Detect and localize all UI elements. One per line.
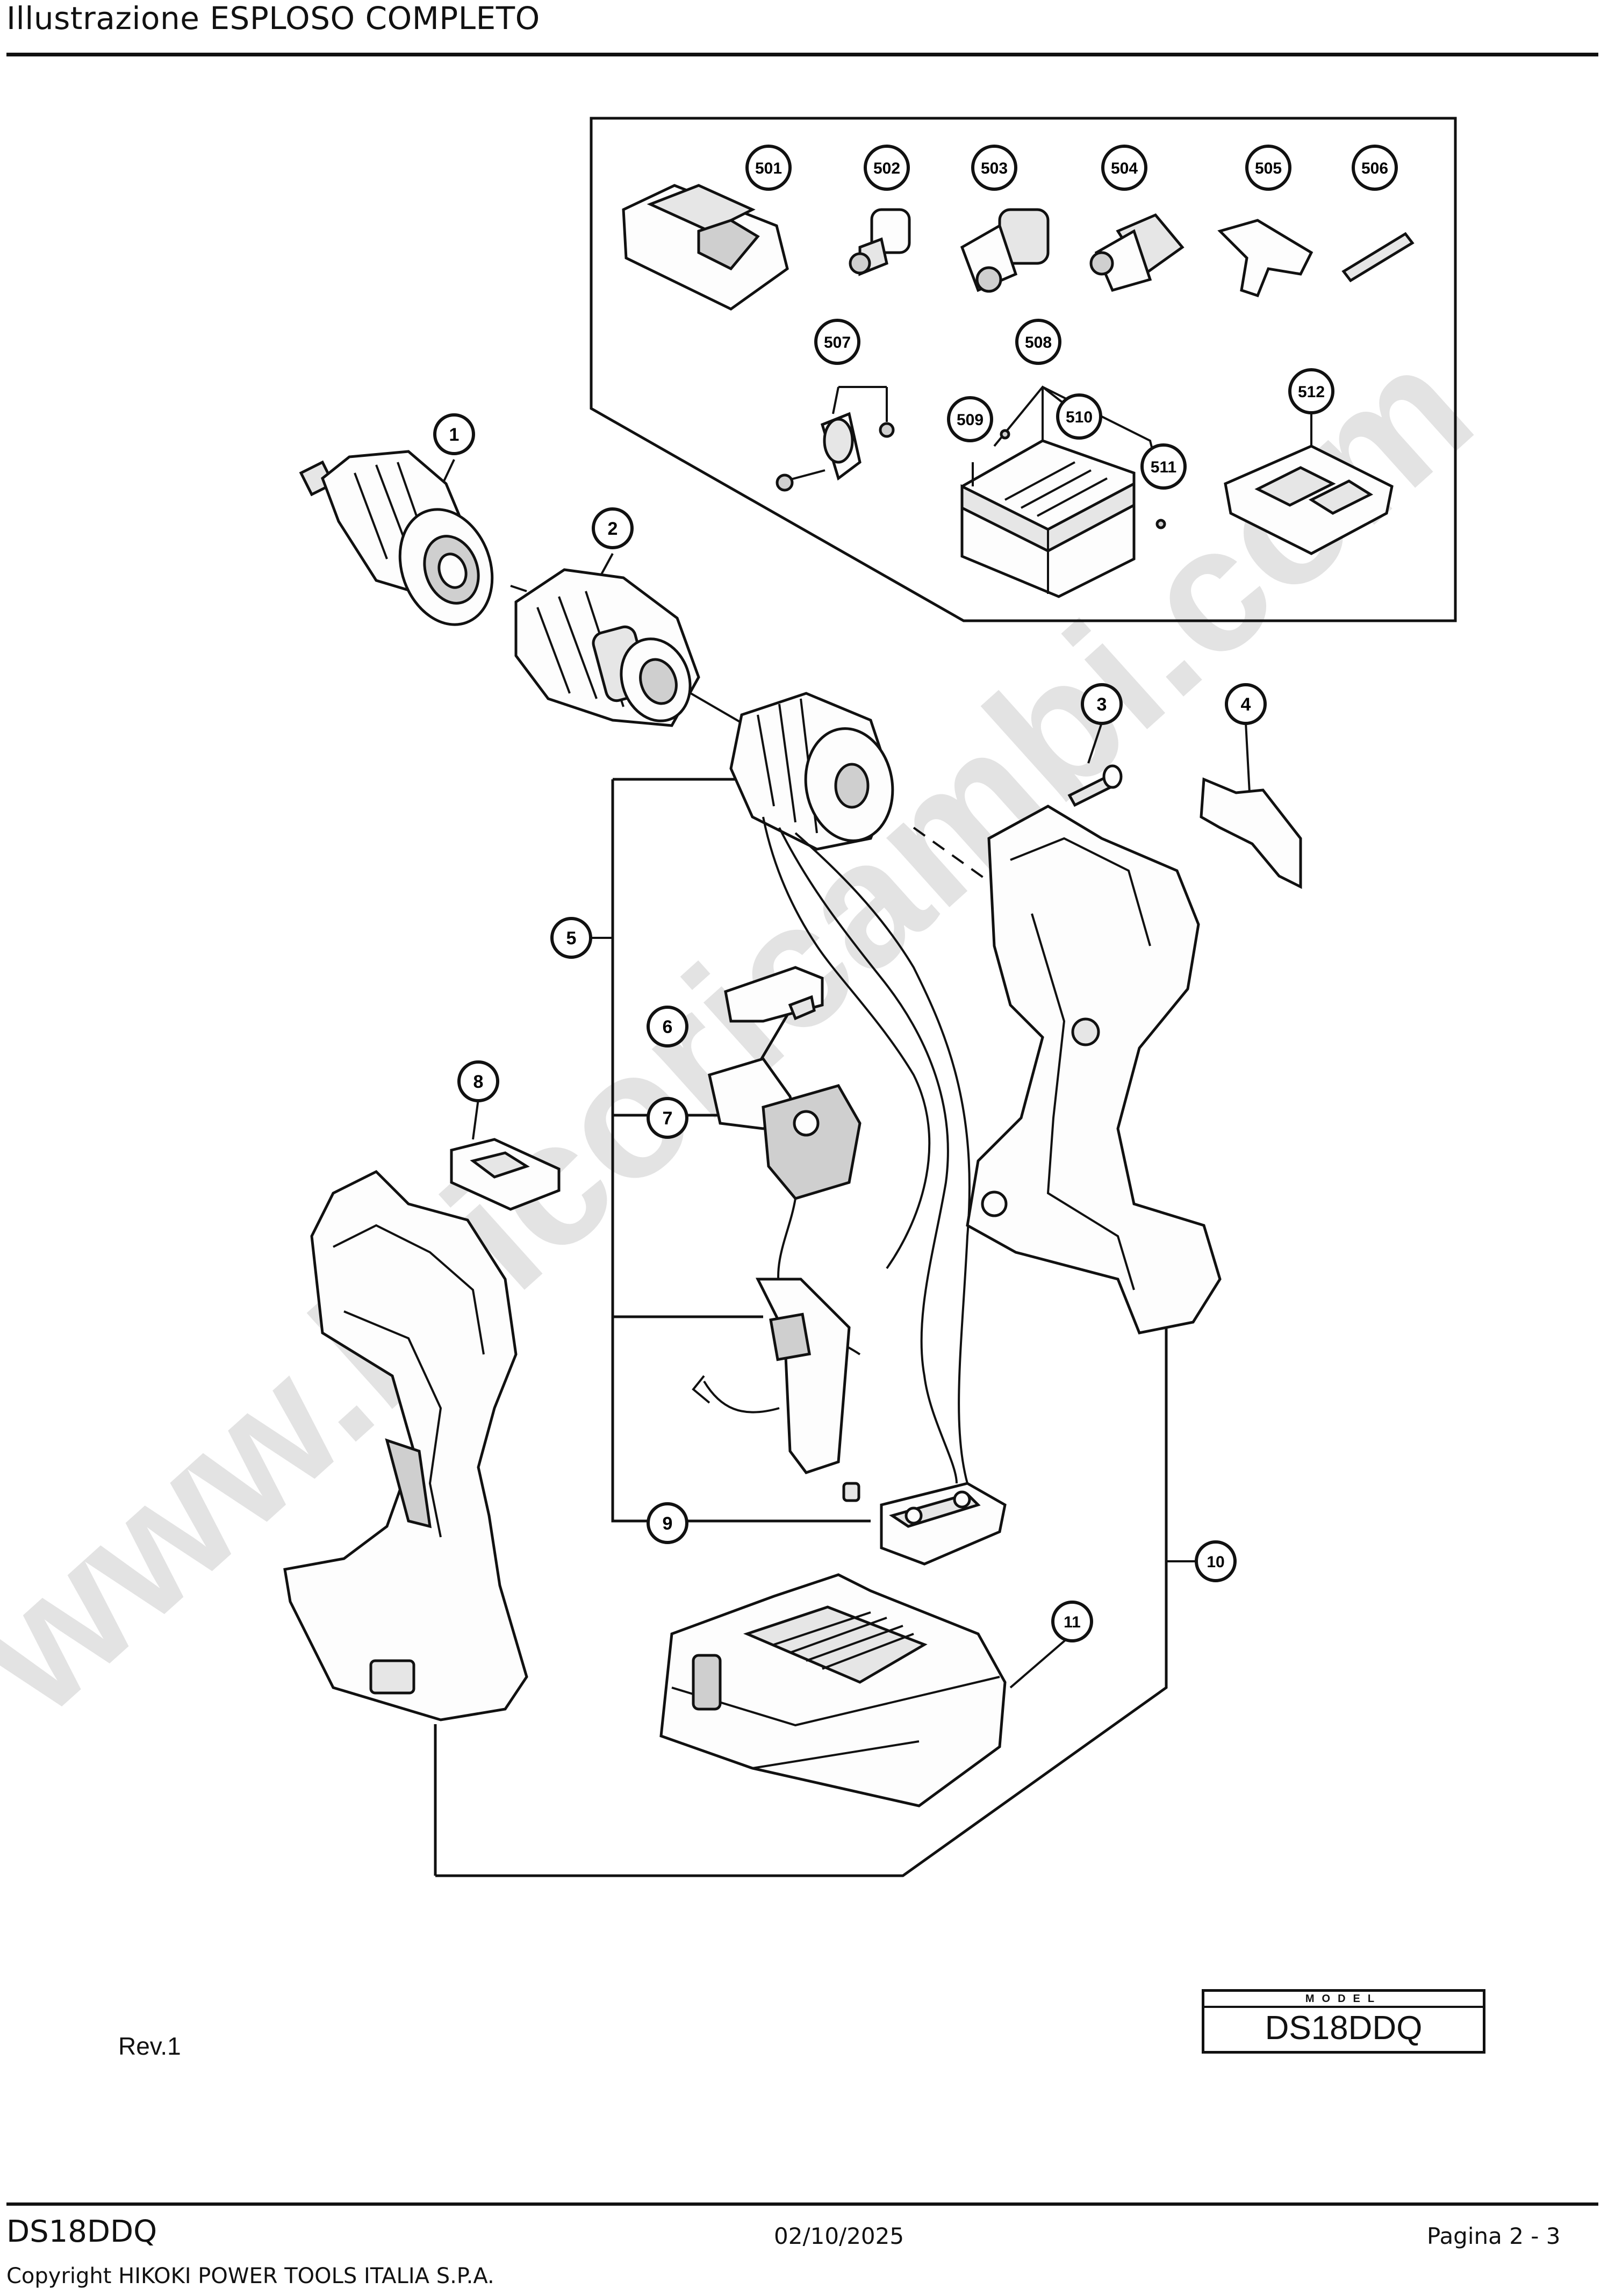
svg-text:3: 3 xyxy=(1097,694,1107,715)
keyless-chuck-1 xyxy=(299,450,494,626)
name-plate-4 xyxy=(1200,777,1302,889)
svg-text:511: 511 xyxy=(1151,458,1176,476)
svg-text:503: 503 xyxy=(981,160,1008,177)
callout-508: 508 xyxy=(1015,319,1061,365)
carrying-case-508 xyxy=(960,385,1166,598)
svg-text:505: 505 xyxy=(1255,160,1282,177)
callout-510: 510 xyxy=(1056,393,1102,440)
footer-date: 02/10/2025 xyxy=(774,2223,905,2249)
adapter-502 xyxy=(849,208,911,276)
svg-text:512: 512 xyxy=(1298,383,1325,401)
callout-3-leader xyxy=(1087,722,1103,764)
belt-hook-505 xyxy=(1217,219,1313,298)
bit-holder-507 xyxy=(776,386,895,492)
accessory-box-outline xyxy=(590,117,1457,622)
callout-6: 6 xyxy=(647,1006,688,1047)
svg-text:6: 6 xyxy=(663,1017,673,1037)
svg-text:7: 7 xyxy=(663,1108,673,1129)
callout-4: 4 xyxy=(1225,683,1267,725)
callout-501: 501 xyxy=(745,145,792,191)
svg-text:504: 504 xyxy=(1111,160,1138,177)
svg-text:10: 10 xyxy=(1207,1553,1224,1571)
svg-text:2: 2 xyxy=(608,519,618,539)
bit-506 xyxy=(1341,232,1415,283)
svg-text:501: 501 xyxy=(755,160,782,177)
callout-2: 2 xyxy=(592,507,634,549)
callout-504: 504 xyxy=(1101,145,1147,191)
svg-text:506: 506 xyxy=(1361,160,1388,177)
svg-text:9: 9 xyxy=(663,1513,673,1534)
offset-attachment-504 xyxy=(1089,213,1185,292)
callout-4-leader xyxy=(1245,722,1251,793)
callout-8-leader xyxy=(472,1099,479,1140)
page-title: Illustrazione ESPLOSO COMPLETO xyxy=(6,0,540,37)
callout-509: 509 xyxy=(947,396,993,442)
motor-5 xyxy=(729,692,971,1484)
svg-text:4: 4 xyxy=(1241,694,1251,715)
switch-cover-6 xyxy=(724,966,824,1023)
housing-left xyxy=(283,1169,528,1721)
svg-text:507: 507 xyxy=(824,334,851,351)
model-value: DS18DDQ xyxy=(1265,2010,1423,2047)
callout-505: 505 xyxy=(1245,145,1291,191)
housing-assembly-bracket xyxy=(434,1306,1168,1877)
callout-7: 7 xyxy=(647,1097,688,1139)
gearbox-2 xyxy=(514,568,700,727)
footer-model: DS18DDQ xyxy=(6,2214,157,2249)
callout-10: 10 xyxy=(1195,1540,1237,1582)
svg-text:510: 510 xyxy=(1066,408,1093,426)
callout-502: 502 xyxy=(864,145,910,191)
callout-511: 511 xyxy=(1140,443,1187,490)
svg-text:5: 5 xyxy=(566,928,577,949)
callout-8: 8 xyxy=(457,1060,499,1102)
case-insert-512 xyxy=(1224,408,1394,555)
svg-text:1: 1 xyxy=(449,425,460,445)
callout-507: 507 xyxy=(814,319,860,365)
trigger-switch-7 xyxy=(708,1057,862,1355)
footer-copyright: Copyright HIKOKI POWER TOOLS ITALIA S.P.… xyxy=(6,2264,494,2288)
charger-501 xyxy=(622,184,789,311)
angle-attachment-503 xyxy=(960,208,1050,293)
callout-11: 11 xyxy=(1051,1601,1093,1642)
footer-divider xyxy=(6,2202,1598,2206)
svg-text:11: 11 xyxy=(1064,1613,1081,1631)
header-divider xyxy=(6,53,1598,56)
callout-11-leader xyxy=(1009,1635,1071,1689)
callout-503: 503 xyxy=(971,145,1017,191)
battery-terminal-9 xyxy=(880,1482,1007,1566)
callout-506: 506 xyxy=(1352,145,1398,191)
footer-page-number: Pagina 2 - 3 xyxy=(1427,2223,1561,2249)
revision-label: Rev.1 xyxy=(118,2032,181,2060)
screw-3 xyxy=(1067,764,1123,807)
callout-3: 3 xyxy=(1081,683,1123,725)
housing-right-10 xyxy=(966,805,1222,1334)
battery-11 xyxy=(659,1573,1007,1807)
callout-5: 5 xyxy=(550,917,592,959)
model-box: MODEL DS18DDQ xyxy=(1202,1989,1485,2054)
svg-text:509: 509 xyxy=(957,411,984,429)
rotation-switch-8 xyxy=(450,1138,561,1211)
svg-text:502: 502 xyxy=(873,160,900,177)
model-caption: MODEL xyxy=(1204,1992,1483,2008)
callout-512: 512 xyxy=(1288,368,1334,414)
svg-text:8: 8 xyxy=(473,1072,484,1092)
svg-text:508: 508 xyxy=(1025,334,1052,351)
controller-board xyxy=(692,1278,860,1502)
callout-1: 1 xyxy=(433,413,475,455)
callout-9: 9 xyxy=(647,1502,688,1544)
